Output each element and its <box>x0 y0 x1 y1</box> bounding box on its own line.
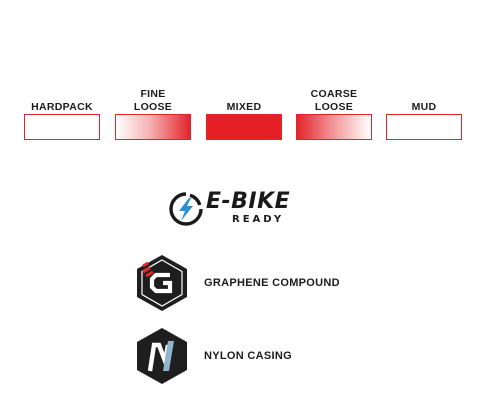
terrain-indicator <box>296 114 372 140</box>
ebike-subtitle: READY <box>232 214 285 225</box>
feature-label: NYLON CASING <box>204 350 292 362</box>
terrain-indicator <box>115 114 191 140</box>
terrain-scale: HARDPACK FINE LOOSE MIXED COARSE LOOSE M… <box>24 76 464 140</box>
terrain-fine-loose: FINE LOOSE <box>115 76 191 140</box>
terrain-mixed: MIXED <box>206 76 282 140</box>
feature-graphene: GRAPHENE COMPOUND <box>134 254 394 312</box>
terrain-hardpack: HARDPACK <box>24 76 100 140</box>
terrain-indicator <box>206 114 282 140</box>
terrain-label: COARSE LOOSE <box>310 88 358 113</box>
terrain-label: FINE LOOSE <box>133 88 173 113</box>
terrain-mud: MUD <box>386 76 462 140</box>
lightning-bolt-icon <box>169 192 203 226</box>
ebike-title: E-BIKE <box>206 189 291 214</box>
terrain-coarse-loose: COARSE LOOSE <box>296 76 372 140</box>
ebike-ready-badge: E-BIKE READY <box>168 190 328 230</box>
graphene-g-icon <box>137 255 187 311</box>
terrain-label: MUD <box>411 101 437 113</box>
feature-nylon: NYLON CASING <box>134 327 394 385</box>
terrain-label: MIXED <box>226 101 262 113</box>
terrain-indicator <box>24 114 100 140</box>
terrain-indicator <box>386 114 462 140</box>
feature-label: GRAPHENE COMPOUND <box>204 277 340 289</box>
nylon-n-icon <box>137 328 187 384</box>
terrain-label: HARDPACK <box>31 101 93 113</box>
